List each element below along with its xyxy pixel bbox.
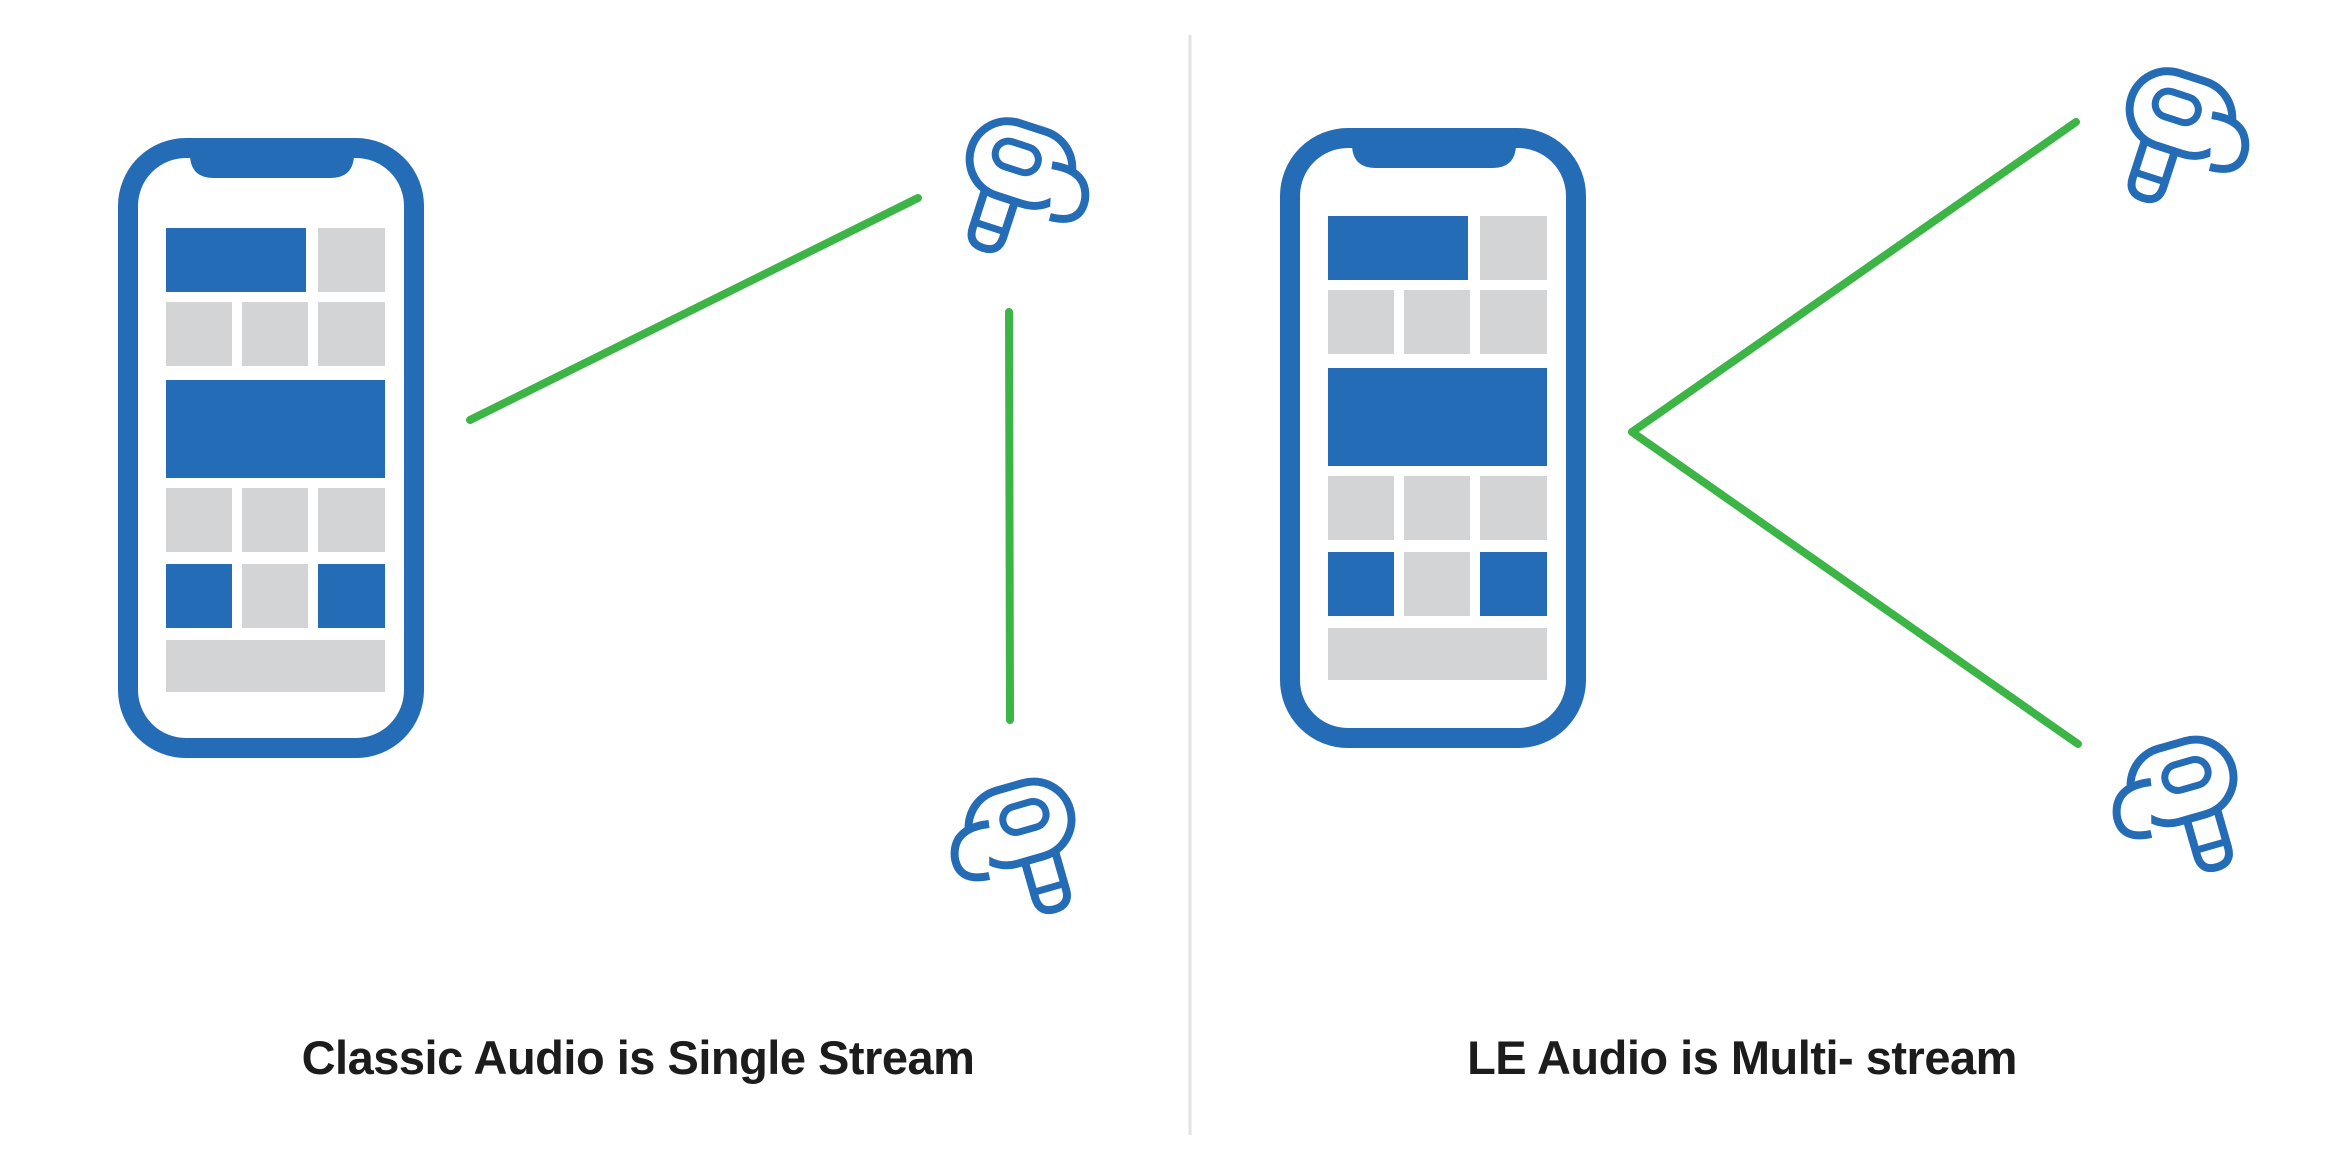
phone-screen-tiles — [1328, 216, 1547, 680]
stream-link-phone-to-upper-earbud — [1628, 118, 2080, 436]
left-panel — [118, 111, 1102, 932]
left-panel-caption: Classic Audio is Single Stream — [301, 1031, 975, 1084]
stream-link-phone-to-lower-earbud — [1628, 428, 2082, 748]
right-panel — [1280, 61, 2262, 890]
smartphone-icon — [1280, 128, 1586, 748]
earbud-icon — [940, 773, 1095, 932]
earbud-icon — [2103, 61, 2262, 223]
earbud-icon — [2102, 731, 2257, 890]
phone-screen-tiles — [166, 228, 385, 692]
earbud-icon — [943, 111, 1102, 273]
smartphone-icon — [118, 138, 424, 758]
right-panel-caption: LE Audio is Multi- stream — [1467, 1031, 2017, 1084]
stream-link-phone-to-earbud — [466, 194, 922, 424]
stream-link-earbud-to-earbud — [1005, 308, 1014, 724]
